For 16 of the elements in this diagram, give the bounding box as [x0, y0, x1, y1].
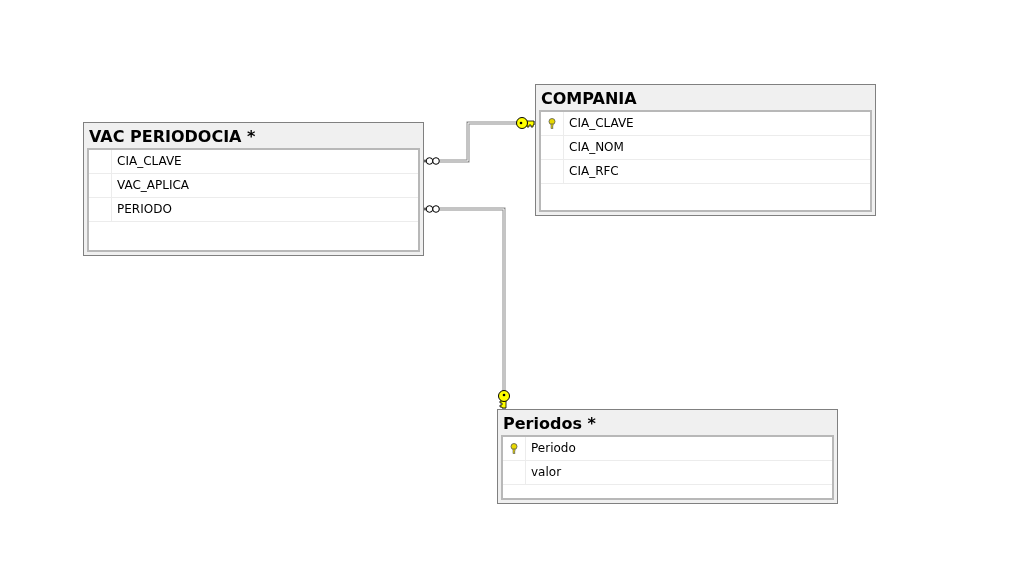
- table-box: [83, 122, 424, 256]
- table-title: VAC PERIODOCIA *: [89, 127, 256, 147]
- column-name: PERIODO: [117, 202, 172, 217]
- column-name: CIA_CLAVE: [117, 154, 182, 169]
- column-name: CIA_RFC: [569, 164, 619, 179]
- table-title: Periodos *: [503, 414, 596, 434]
- column-name: VAC_APLICA: [117, 178, 190, 193]
- table-box: [535, 84, 876, 216]
- relationship-line: [423, 117, 536, 165]
- column-name: CIA_CLAVE: [569, 116, 634, 131]
- relationship-line: [423, 205, 510, 410]
- column-name: Periodo: [531, 441, 576, 456]
- column-name: valor: [531, 465, 562, 480]
- table-box: [497, 409, 838, 504]
- column-name: CIA_NOM: [569, 140, 624, 155]
- table-title: COMPANIA: [541, 89, 637, 109]
